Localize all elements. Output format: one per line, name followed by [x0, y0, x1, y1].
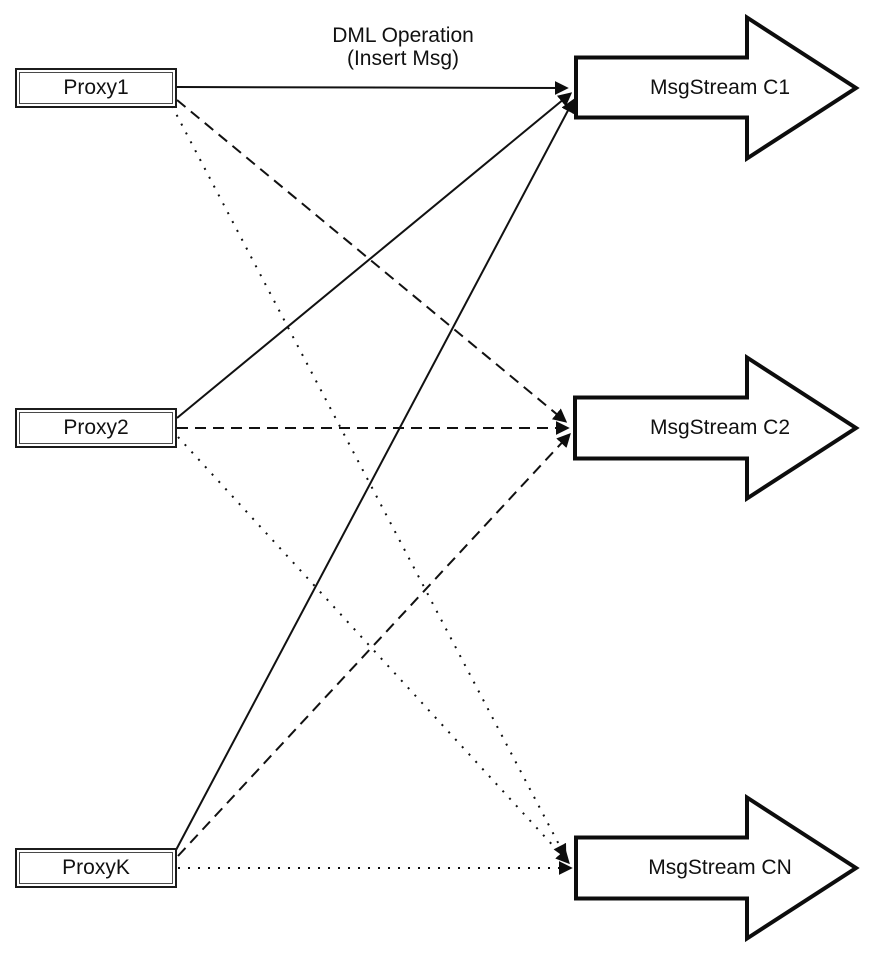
edge-annotation-dml-operation: DML Operation (Insert Msg): [277, 24, 529, 70]
node-proxy2-label: Proxy2: [63, 416, 129, 439]
node-proxyk: ProxyK: [15, 848, 177, 888]
msgstream-c1-text: MsgStream C1: [649, 76, 791, 99]
node-msgstream-c1-label: MsgStream C1: [590, 73, 850, 103]
edge-proxy2-cn: [177, 436, 570, 865]
node-proxyk-label: ProxyK: [62, 856, 130, 879]
annotation-line-1: DML Operation: [332, 24, 474, 47]
edge-proxyk-c2: [177, 432, 571, 857]
msgstream-c1-block-arrow: [574, 13, 860, 163]
msgstream-c2-block-arrow: [573, 353, 860, 503]
edge-proxy1-cn: [171, 105, 567, 859]
annotation-line-2: (Insert Msg): [346, 47, 459, 70]
edge-proxy2-c1: [176, 92, 573, 419]
node-msgstream-cn-label: MsgStream CN: [590, 853, 850, 883]
msgstream-cn-text: MsgStream CN: [648, 856, 792, 879]
msgstream-c2-text: MsgStream C2: [649, 416, 791, 439]
node-proxy1: Proxy1: [15, 68, 177, 108]
msgstream-cn-block-arrow: [574, 793, 860, 943]
edge-proxy1-c1: [176, 80, 569, 95]
edge-proxy1-c2: [176, 99, 568, 423]
edge-proxyk-c1: [175, 98, 575, 851]
node-proxy2: Proxy2: [15, 408, 177, 448]
node-msgstream-c2-label: MsgStream C2: [590, 413, 850, 443]
node-proxy1-label: Proxy1: [63, 76, 129, 99]
